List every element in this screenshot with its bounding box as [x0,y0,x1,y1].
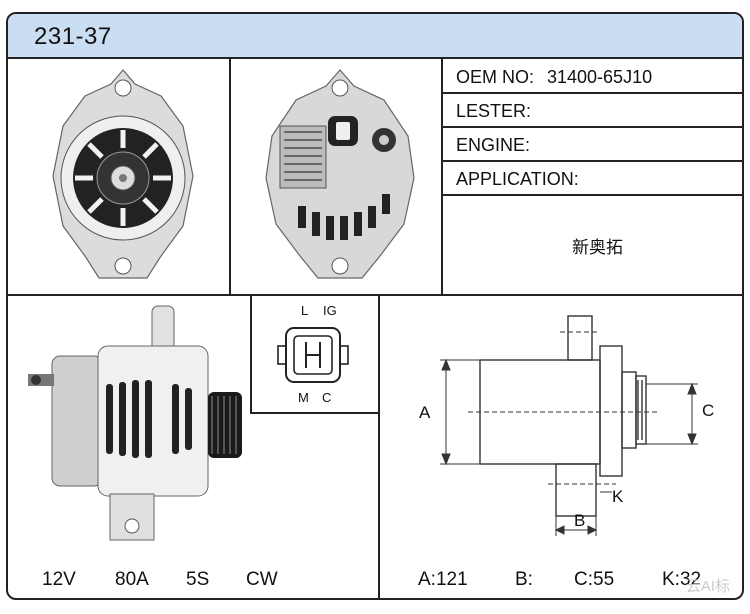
alternator-front-view-image [52,69,194,279]
dimension-drawing [440,315,698,536]
info-row-divider-1 [441,92,742,94]
alternator-side-view-image [28,305,242,541]
connector-diagram [277,327,349,383]
application-value: 新奥拓 [572,238,623,257]
grid-divider-horizontal [8,294,742,296]
dimension-b-label: B [574,511,586,530]
info-row-divider-4 [441,194,742,196]
connector-pin-ig: IG [323,303,337,318]
info-row-divider-3 [441,160,742,162]
connector-box-bottom [250,412,380,414]
grid-divider-v2 [441,57,443,294]
dimension-c-label: C [702,401,715,420]
dimension-b-value: B: [515,569,533,590]
spec-rotation: CW [246,569,278,590]
spec-voltage: 12V [42,569,76,590]
connector-pin-c: C [322,390,332,405]
part-number-title: 231-37 [34,23,112,50]
dimension-a-label: A [419,403,431,422]
grid-divider-v1 [229,57,231,294]
watermark: 云AI标 [685,578,730,595]
connector-pin-m: M [298,390,309,405]
info-row-divider-2 [441,126,742,128]
dimension-k-value: K:32 [662,569,702,590]
grid-divider-v3 [378,294,380,598]
product-sheet: 231-37 OEM NO: 31400-65J10 LESTER: ENGIN… [6,12,744,600]
spec-amperage: 80A [115,569,149,590]
spec-pulley: 5S [186,569,210,590]
application-label: APPLICATION: [456,169,579,189]
title-bar: 231-37 [8,14,742,59]
dimension-c-value: C:55 [574,569,615,590]
oem-value: 31400-65J10 [547,67,653,87]
lester-label: LESTER: [456,101,532,121]
alternator-rear-view-image [265,69,415,279]
connector-pin-l: L [301,303,309,318]
connector-box-left [250,294,252,414]
engine-label: ENGINE: [456,135,531,155]
dimension-a-value: A:121 [418,569,468,590]
oem-label: OEM NO: [456,67,535,87]
dimension-k-label: K [612,487,624,506]
